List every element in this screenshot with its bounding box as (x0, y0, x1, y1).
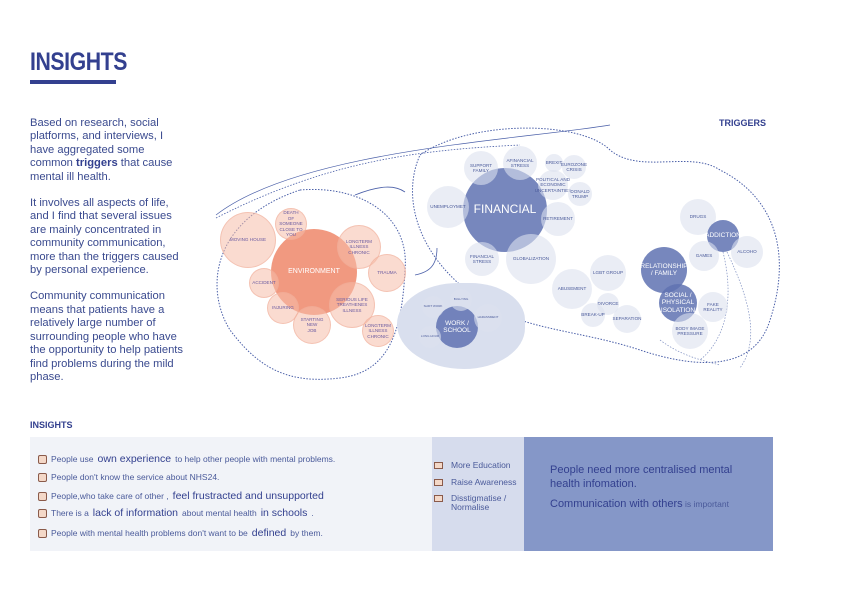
insight-text: . (311, 508, 314, 518)
insight-emphasis: lack of information (92, 507, 179, 519)
bubble-eurozone-crisis: EUROZONE CRISIS (561, 155, 587, 179)
intro-paragraph-2: It involves all aspects of life, and I f… (30, 197, 179, 277)
bubble-body-image-pressure: BODY IMAGE PRESSURE (672, 313, 708, 349)
intro-text-part: Based on research, social platforms, and… (30, 117, 164, 170)
bubble-games: GAMES (689, 241, 719, 271)
conclusion-line-1: People need more centralised mental heal… (550, 464, 733, 490)
insight-item: People with mental health problems don't… (38, 527, 323, 539)
insight-item: People don't know the service about NHS2… (38, 472, 219, 482)
insight-text: People don't know the service about NHS2… (51, 472, 220, 482)
insight-text: People with mental health problems don't… (51, 528, 248, 538)
person-icon (38, 528, 47, 538)
conclusion-panel: People need more centralised mental heal… (524, 437, 773, 551)
insight-item: People,who take care of other ,feel frus… (38, 490, 324, 502)
action-label: Raise Awareness (451, 477, 517, 487)
intro-paragraph-1: Based on research, social platforms, and… (30, 117, 190, 184)
bubble-death-of-someone-close-to-you: DEATH OF SOMEONE CLOSE TO YOU (275, 208, 307, 240)
bubble-serious-life-treathenes-illness: SERIOUS LIFE TREATHENES ILLNESS (329, 282, 375, 328)
school-icon (38, 508, 47, 518)
insight-emphasis: in schools (260, 507, 308, 519)
insight-text: There is a (51, 508, 89, 518)
intro-emphasis: triggers (76, 157, 118, 170)
bubble-trauma: TRAUMA (368, 254, 406, 292)
insight-text: about mental health (182, 508, 257, 518)
bubble-afinancial-stress: AFINANCIAL STRESS (503, 146, 537, 180)
bubble-unemploymet: UNEMPLOYMET (427, 186, 469, 228)
bubble-social-physical-isolation: SOCIAL / PHYSICAL ISOLATION (659, 284, 697, 322)
conclusion-line-2: Communication with others is important (550, 498, 729, 510)
insight-item: There is a lack of information about men… (38, 507, 314, 519)
insight-emphasis: own experience (97, 453, 172, 465)
bubble-political-and-economic-uncertainties: POLITICAL AND ECONOMIC UNCERTAINTIES (535, 170, 571, 200)
school-icon (434, 495, 443, 502)
bubble-starting-new-job: STARTING NEW JOB (293, 306, 331, 344)
bubble-break-up: BREAK-UP (581, 303, 605, 327)
bubble-financial-stress: FINANCIAL STRESS (465, 242, 499, 276)
bubble-lgbt-group: LGBT GROUP (590, 255, 626, 291)
environment-outline (216, 188, 406, 380)
insight-emphasis: defined (251, 527, 287, 539)
bubble-separation: SEPARATION (613, 305, 641, 333)
action-item: More Education (434, 461, 511, 470)
bubble-harassment: HARASSMENT (474, 304, 502, 332)
triggers-heading: TRIGGERS (719, 118, 767, 128)
intro-text-part: that cause mental ill health. (30, 157, 173, 183)
bubble-fake-reality: FAKE REALITY (698, 292, 728, 322)
bubble-retirement: RETIREMENT (541, 202, 575, 236)
insight-text: People,who take care of other , (51, 491, 169, 501)
intro-paragraph-3: Community communication means that patie… (30, 290, 184, 383)
insights-panel: People use own experience to help other … (30, 437, 432, 551)
care-icon (38, 491, 47, 501)
page-title: INSIGHTS (30, 48, 127, 76)
action-label: Disstigmatise / Normalise (451, 493, 507, 512)
bubble-shift-work: SHIFT WORK (422, 296, 444, 318)
action-label: More Education (451, 460, 511, 470)
school-icon (434, 462, 443, 469)
action-item: Raise Awareness (434, 478, 517, 487)
bubble-work-school: WORK / SCHOOL (436, 306, 478, 348)
insights-heading: INSIGHTS (30, 420, 73, 430)
conclusion-text: is important (682, 499, 729, 509)
bubble-moving-house: MOVING HOUSE (220, 212, 276, 268)
school-icon (434, 479, 443, 486)
bubble-bullying: BULLYING (450, 289, 472, 311)
bubble-brexit: BREXIT (545, 154, 563, 172)
eye-icon (38, 472, 47, 482)
bubble-support-family: SUPPORT FAMILY (464, 151, 498, 185)
intro-text: Based on research, social platforms, and… (30, 117, 190, 397)
title-underline (30, 80, 116, 84)
action-item: Disstigmatise / Normalise (434, 494, 506, 512)
arrow-curve (354, 186, 406, 196)
insight-emphasis: feel frustracted and unsupported (172, 490, 324, 502)
conclusion-emphasis: Communication with others (550, 498, 683, 510)
actions-panel: More Education Raise Awareness Disstigma… (432, 437, 524, 551)
bubble-alcoho: ALCOHO (731, 236, 763, 268)
bubble-accident: ACCIDENT (249, 268, 279, 298)
insight-text: by them. (290, 528, 323, 538)
people-icon (38, 454, 47, 464)
bubble-long-hour: LONG HOUR (419, 326, 441, 348)
link-curve (215, 124, 611, 216)
insight-item: People use own experience to help other … (38, 453, 335, 465)
bubble-abusement: ABUSEMENT (552, 269, 592, 309)
bubble-donald-trump: DONALD TRUMP (568, 182, 592, 206)
bubble-longterm-illness-chronic: LONGTERM ILLNESS CHRONIC (362, 315, 394, 347)
insight-text: People use (51, 454, 94, 464)
dotted-link-isolation (659, 251, 751, 369)
bubble-globalization: GLOBALIZATION (506, 234, 556, 284)
link-dotted (215, 144, 521, 219)
arrow-curve-2 (414, 247, 438, 276)
insight-text: to help other people with mental problem… (175, 454, 336, 464)
